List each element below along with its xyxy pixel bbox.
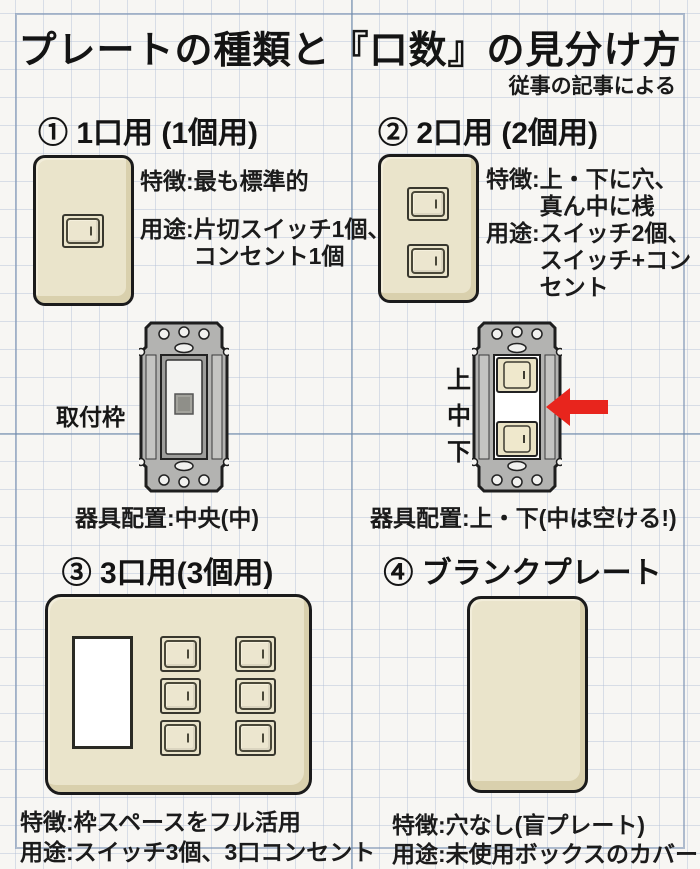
side-rail [478, 354, 490, 460]
switch-opening [160, 678, 201, 714]
switch-opening [160, 720, 201, 756]
usage-value: 片切スイッチ1個、 コンセント1個 [193, 216, 391, 269]
section-4-heading: ④ ブランクプレート [383, 557, 662, 590]
mounting-frame-double-illustration [472, 321, 562, 493]
section-4-feature: 特徴:穴なし(盲プレート) [392, 806, 645, 840]
usage-value: スイッチ3個、3口コンセント [73, 839, 376, 865]
section-2-usage: 用途:スイッチ2個、 スイッチ+コン セント [486, 220, 691, 301]
feature-label: 特徴: [20, 809, 74, 835]
screw-hole [158, 474, 170, 486]
feature-value: 上・下に穴、 真ん中に桟 [539, 166, 678, 219]
mounting-frame-label: 取付枠 [56, 404, 125, 430]
oval-slot [174, 342, 194, 354]
switch-opening [407, 244, 449, 278]
frame-position-top-label: 上 [447, 367, 471, 394]
section-2-feature: 特徴:上・下に穴、 真ん中に桟 [486, 166, 678, 220]
oval-slot [507, 460, 527, 472]
screw-hole [511, 326, 523, 338]
red-arrow-icon [546, 388, 608, 426]
screw-hole [178, 326, 190, 338]
frame-position-bottom-label: 下 [447, 439, 471, 466]
side-rail [145, 354, 157, 460]
device-center-inner [178, 397, 190, 411]
section-1-placement: 器具配置:中央(中) [75, 505, 259, 531]
screw-hole [531, 328, 543, 340]
section-3-usage: 用途:スイッチ3個、3口コンセント [20, 833, 375, 867]
screw-hole [491, 328, 503, 340]
screw-hole [531, 474, 543, 486]
oval-slot [507, 342, 527, 354]
switch-opening [407, 187, 449, 221]
page-border [15, 13, 685, 849]
plate-2-illustration [378, 154, 479, 303]
usage-value: スイッチ2個、 スイッチ+コン セント [539, 220, 692, 300]
plate-3-illustration [45, 594, 312, 795]
usage-label: 用途: [486, 220, 540, 246]
switch-opening [235, 678, 276, 714]
section-1-usage: 用途:片切スイッチ1個、 コンセント1個 [140, 216, 390, 270]
frame-position-middle-label: 中 [447, 403, 471, 430]
screw-hole [491, 474, 503, 486]
page-title: プレートの種類と『口数』の見分け方 [18, 30, 682, 72]
section-1-feature: 特徴:最も標準的 [140, 168, 309, 195]
top-switch-rocker [503, 361, 531, 389]
grid-major-horizontal-line [0, 433, 700, 435]
oval-slot [174, 460, 194, 472]
switch-rocker [411, 191, 445, 217]
feature-label: 特徴: [140, 168, 194, 194]
switch-rocker [164, 724, 197, 752]
switch-rocker [164, 640, 197, 668]
section-1-heading: ① 1口用 (1個用) [38, 117, 259, 150]
section-3-heading: ③ 3口用(3個用) [61, 557, 274, 590]
feature-value: 穴なし(盲プレート) [445, 812, 645, 838]
switch-opening [235, 720, 276, 756]
screw-hole [198, 474, 210, 486]
screw-hole [511, 476, 523, 488]
usage-value: 未使用ボックスのカバー [445, 841, 698, 867]
section-4-usage: 用途:未使用ボックスのカバー [392, 835, 698, 869]
switch-rocker [239, 640, 272, 668]
side-rail [211, 354, 223, 460]
switch-opening [160, 636, 201, 672]
plate-1-illustration [33, 155, 134, 306]
switch-rocker [411, 248, 445, 274]
switch-rocker [66, 218, 100, 244]
switch-rocker [239, 724, 272, 752]
screw-hole [198, 328, 210, 340]
feature-value: 最も標準的 [193, 168, 309, 194]
screw-hole [158, 328, 170, 340]
mounting-frame-single-illustration [139, 321, 229, 493]
switch-opening [62, 214, 104, 248]
feature-label: 特徴: [392, 812, 446, 838]
attribution-note: 従事の記事による [508, 75, 676, 98]
blank-plate-illustration [467, 596, 588, 793]
switch-rocker [164, 682, 197, 710]
section-3-feature: 特徴:枠スペースをフル活用 [20, 803, 301, 837]
open-slot [72, 636, 133, 749]
usage-label: 用途: [20, 839, 74, 865]
section-2-placement: 器具配置:上・下(中は空ける!) [370, 505, 677, 531]
bottom-switch-rocker [503, 425, 531, 453]
feature-label: 特徴: [486, 166, 540, 192]
usage-label: 用途: [392, 841, 446, 867]
usage-label: 用途: [140, 216, 194, 242]
switch-rocker [239, 682, 272, 710]
screw-hole [178, 476, 190, 488]
switch-opening [235, 636, 276, 672]
section-2-heading: ② 2口用 (2個用) [378, 117, 599, 150]
feature-value: 枠スペースをフル活用 [73, 809, 301, 835]
